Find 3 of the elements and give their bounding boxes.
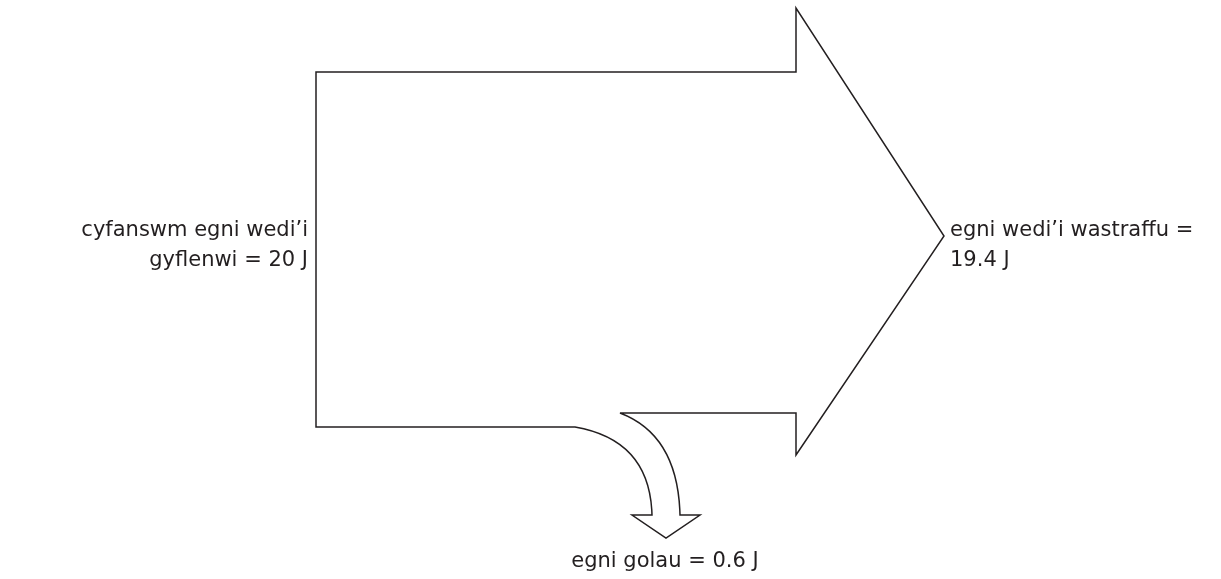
light-energy-label: egni golau = 0.6 J: [570, 547, 760, 574]
wasted-energy-label: egni wedi’i wastraffu = 19.4 J: [950, 216, 1195, 273]
input-energy-label: cyfanswm egni wedi’i gyflenwi = 20 J: [80, 216, 308, 273]
